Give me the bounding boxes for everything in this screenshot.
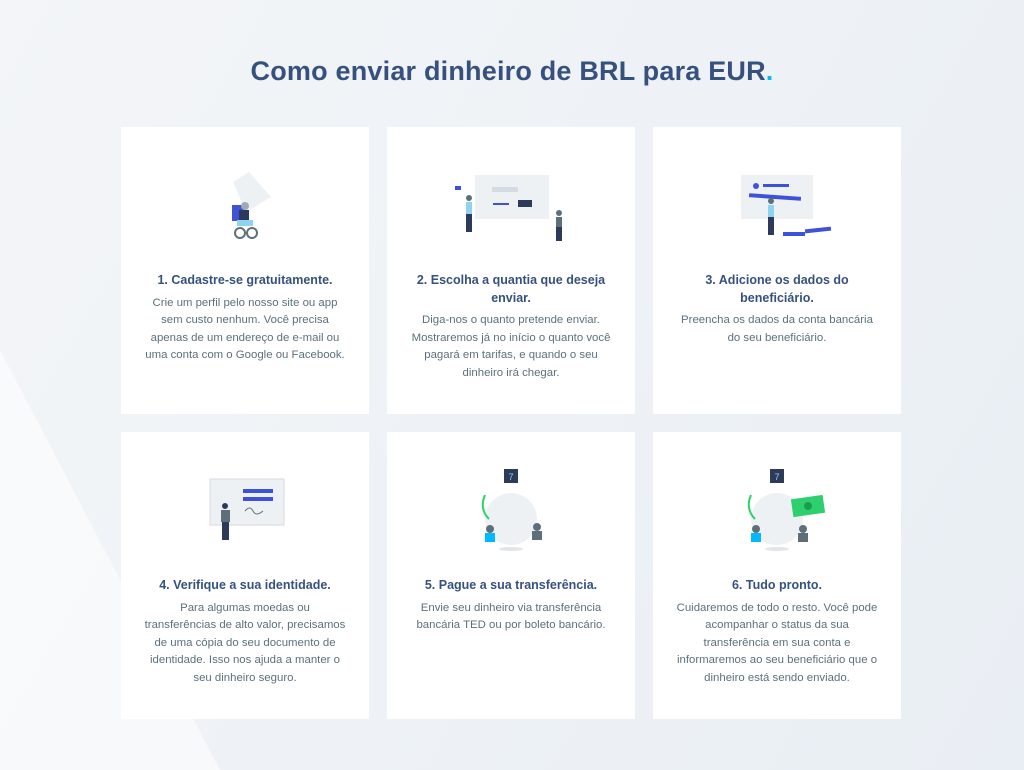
recipient-details-illustration bbox=[741, 175, 832, 236]
page-title: Como enviar dinheiro de BRL para EUR. bbox=[250, 56, 774, 86]
step-card-4: 4. Verifique a sua identidade. Para algum… bbox=[121, 432, 369, 719]
step-card-2: 2. Escolha a quantia que deseja enviar. D… bbox=[387, 127, 635, 414]
step-title: 4. Verifique a sua identidade. bbox=[159, 578, 331, 592]
svg-text:7: 7 bbox=[508, 472, 513, 482]
step-title: 2. Escolha a quantia que deseja enviar. bbox=[416, 273, 606, 305]
step-title: 5. Pague a sua transferência. bbox=[424, 578, 598, 592]
svg-text:7: 7 bbox=[774, 472, 779, 482]
step-description: Crie um perfil pelo nosso site ou app se… bbox=[145, 296, 345, 362]
choose-amount-illustration bbox=[455, 175, 562, 241]
step-title: 3. Adicione os dados do beneficiário. bbox=[705, 273, 849, 305]
step-description: Cuidaremos de todo o resto. Você pode ac… bbox=[676, 601, 878, 684]
step-description: Envie seu dinheiro via transferência ban… bbox=[416, 601, 606, 632]
signup-illustration bbox=[232, 172, 271, 239]
identity-document-illustration bbox=[209, 478, 285, 540]
step-card-1: 1. Cadastre-se gratuitamente. Crie um per… bbox=[121, 127, 369, 414]
step-card-5: 7 5. Pague a sua transferência. Envie seu… bbox=[387, 432, 635, 719]
step-title: 6. Tudo pronto. bbox=[731, 578, 823, 592]
step-title: 1. Cadastre-se gratuitamente. bbox=[157, 273, 333, 287]
step-description: Para algumas moedas ou transferências de… bbox=[144, 601, 346, 684]
step-card-6: 7 6. Tudo pronto. Cuidaremos de todo o re… bbox=[653, 432, 901, 719]
all-done-illustration: 7 bbox=[747, 469, 826, 551]
step-description: Diga-nos o quanto pretende enviar. Mostr… bbox=[411, 314, 611, 379]
step-description: Preencha os dados da conta bancária do s… bbox=[681, 314, 873, 344]
pay-transfer-illustration: 7 bbox=[481, 469, 542, 551]
step-card-3: 3. Adicione os dados do beneficiário. Pre… bbox=[653, 127, 901, 414]
